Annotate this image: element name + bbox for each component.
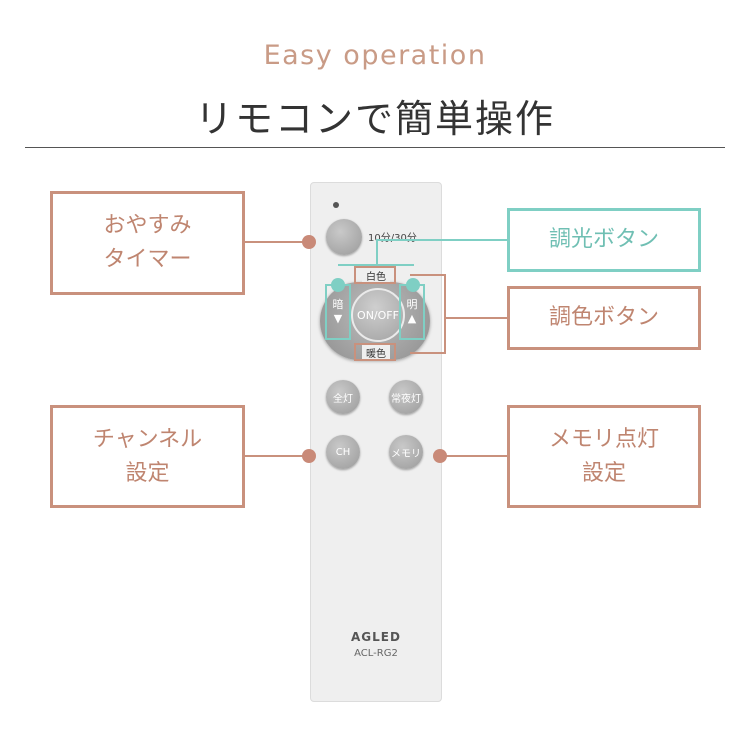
- on-off-button[interactable]: ON/OFF: [351, 288, 405, 342]
- channel-dot: [302, 449, 316, 463]
- white-highlight: [354, 266, 396, 284]
- bright-label: 明: [406, 298, 418, 311]
- sleep-timer-callout: おやすみ タイマー: [50, 191, 245, 295]
- led-indicator: [333, 202, 339, 208]
- channel-label: CH: [335, 446, 351, 458]
- color-connector-vertical: [444, 274, 446, 354]
- night-light-button[interactable]: 常夜灯: [389, 380, 423, 414]
- channel-button[interactable]: CH: [326, 435, 360, 469]
- memory-button[interactable]: メモリ: [389, 435, 423, 469]
- dark-label: 暗: [332, 298, 344, 311]
- arrow-up-icon: ▲: [407, 312, 417, 325]
- sleep-timer-connector: [245, 241, 309, 243]
- color-connector-top: [410, 274, 446, 276]
- timer-label: 10分/30分: [368, 229, 417, 244]
- dimming-callout: 調光ボタン: [507, 208, 701, 272]
- color-callout: 調色ボタン: [507, 286, 701, 350]
- dim-up-highlight: [399, 284, 425, 340]
- memory-label: メモリ: [391, 448, 421, 460]
- divider: [25, 147, 725, 148]
- sleep-timer-button[interactable]: [326, 219, 362, 255]
- memory-connector: [440, 455, 508, 457]
- dim-up-button[interactable]: 明 ▲: [404, 298, 420, 326]
- warm-color-label[interactable]: 暖色: [362, 345, 390, 360]
- channel-connector: [245, 455, 309, 457]
- arrow-down-icon: ▼: [333, 312, 343, 325]
- full-light-button[interactable]: 全灯: [326, 380, 360, 414]
- full-light-label: 全灯: [333, 393, 353, 405]
- sleep-timer-dot: [302, 235, 316, 249]
- brand-logo: AGLED: [351, 630, 401, 644]
- white-color-label[interactable]: 白色: [362, 268, 390, 283]
- channel-callout: チャンネル 設定: [50, 405, 245, 508]
- color-connector: [446, 317, 508, 319]
- warm-highlight: [354, 343, 396, 361]
- memory-dot: [433, 449, 447, 463]
- dimming-connector: [376, 239, 508, 241]
- dimming-dot-right: [406, 278, 420, 292]
- dimming-connector-bar: [338, 264, 414, 266]
- model-number: ACL-RG2: [354, 648, 398, 659]
- on-off-label: ON/OFF: [357, 308, 399, 322]
- color-connector-bottom: [410, 352, 446, 354]
- dim-down-button[interactable]: 暗 ▼: [330, 298, 346, 326]
- page-title: リモコンで簡単操作: [194, 97, 555, 141]
- subtitle: Easy operation: [263, 40, 487, 71]
- memory-callout: メモリ点灯 設定: [507, 405, 701, 508]
- dimming-connector-vertical: [376, 239, 378, 265]
- dimming-dot-left: [331, 278, 345, 292]
- dim-down-highlight: [325, 284, 351, 340]
- night-light-label: 常夜灯: [391, 393, 421, 405]
